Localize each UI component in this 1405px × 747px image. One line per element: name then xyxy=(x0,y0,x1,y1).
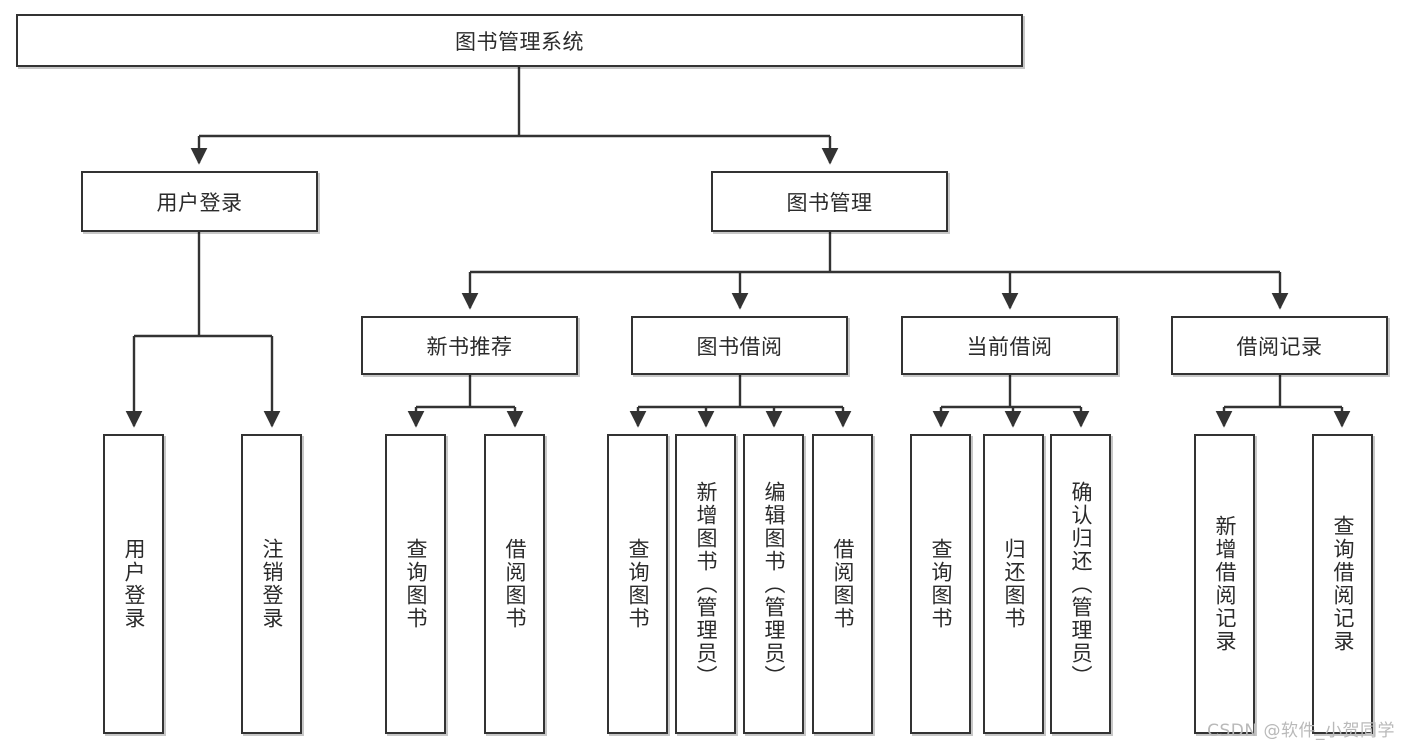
node-leaf-logout-login[interactable]: 注销登录 xyxy=(241,434,302,734)
node-leaf-borrow-book-recommend[interactable]: 借阅图书 xyxy=(484,434,545,734)
node-root[interactable]: 图书管理系统 xyxy=(16,14,1023,67)
node-leaf-add-borrow-record[interactable]: 新增借阅记录 xyxy=(1194,434,1255,734)
node-borrow-record-label: 借阅记录 xyxy=(1236,334,1323,359)
node-leaf-query-borrow-record[interactable]: 查询借阅记录 xyxy=(1312,434,1373,734)
node-leaf-return-book[interactable]: 归还图书 xyxy=(983,434,1044,734)
node-leaf-query-book-current[interactable]: 查询图书 xyxy=(910,434,971,734)
node-leaf-query-borrow-record-label: 查询借阅记录 xyxy=(1330,515,1355,653)
watermark-text: CSDN @软件_小贺同学 xyxy=(1207,721,1395,741)
node-book-management-label: 图书管理 xyxy=(786,190,873,215)
node-book-borrow-label: 图书借阅 xyxy=(696,334,783,359)
node-leaf-query-book-borrow[interactable]: 查询图书 xyxy=(607,434,668,734)
node-leaf-query-book-recommend-label: 查询图书 xyxy=(403,538,428,630)
node-leaf-add-book-admin-label: 新增图书（管理员） xyxy=(693,480,718,688)
node-leaf-confirm-return-admin[interactable]: 确认归还（管理员） xyxy=(1050,434,1111,734)
node-leaf-query-book-borrow-label: 查询图书 xyxy=(625,538,650,630)
node-leaf-borrow-book-label: 借阅图书 xyxy=(830,538,855,630)
node-leaf-edit-book-admin-label: 编辑图书（管理员） xyxy=(761,480,786,688)
node-book-borrow[interactable]: 图书借阅 xyxy=(631,316,848,375)
node-leaf-user-login-label: 用户登录 xyxy=(121,538,146,630)
node-new-book-recommend-label: 新书推荐 xyxy=(426,334,513,359)
node-user-login-label: 用户登录 xyxy=(156,190,243,215)
node-book-management[interactable]: 图书管理 xyxy=(711,171,948,232)
node-root-label: 图书管理系统 xyxy=(455,29,584,54)
node-leaf-query-book-current-label: 查询图书 xyxy=(928,538,953,630)
node-leaf-add-borrow-record-label: 新增借阅记录 xyxy=(1212,515,1237,653)
node-leaf-confirm-return-admin-label: 确认归还（管理员） xyxy=(1068,480,1093,688)
node-leaf-query-book-recommend[interactable]: 查询图书 xyxy=(385,434,446,734)
node-new-book-recommend[interactable]: 新书推荐 xyxy=(361,316,578,375)
node-leaf-logout-login-label: 注销登录 xyxy=(259,538,284,630)
node-current-borrow[interactable]: 当前借阅 xyxy=(901,316,1118,375)
node-borrow-record[interactable]: 借阅记录 xyxy=(1171,316,1388,375)
node-leaf-edit-book-admin[interactable]: 编辑图书（管理员） xyxy=(743,434,804,734)
node-leaf-borrow-book-recommend-label: 借阅图书 xyxy=(502,538,527,630)
node-leaf-add-book-admin[interactable]: 新增图书（管理员） xyxy=(675,434,736,734)
node-current-borrow-label: 当前借阅 xyxy=(966,334,1053,359)
node-leaf-user-login[interactable]: 用户登录 xyxy=(103,434,164,734)
node-leaf-return-book-label: 归还图书 xyxy=(1001,538,1026,630)
node-user-login[interactable]: 用户登录 xyxy=(81,171,318,232)
node-leaf-borrow-book[interactable]: 借阅图书 xyxy=(812,434,873,734)
